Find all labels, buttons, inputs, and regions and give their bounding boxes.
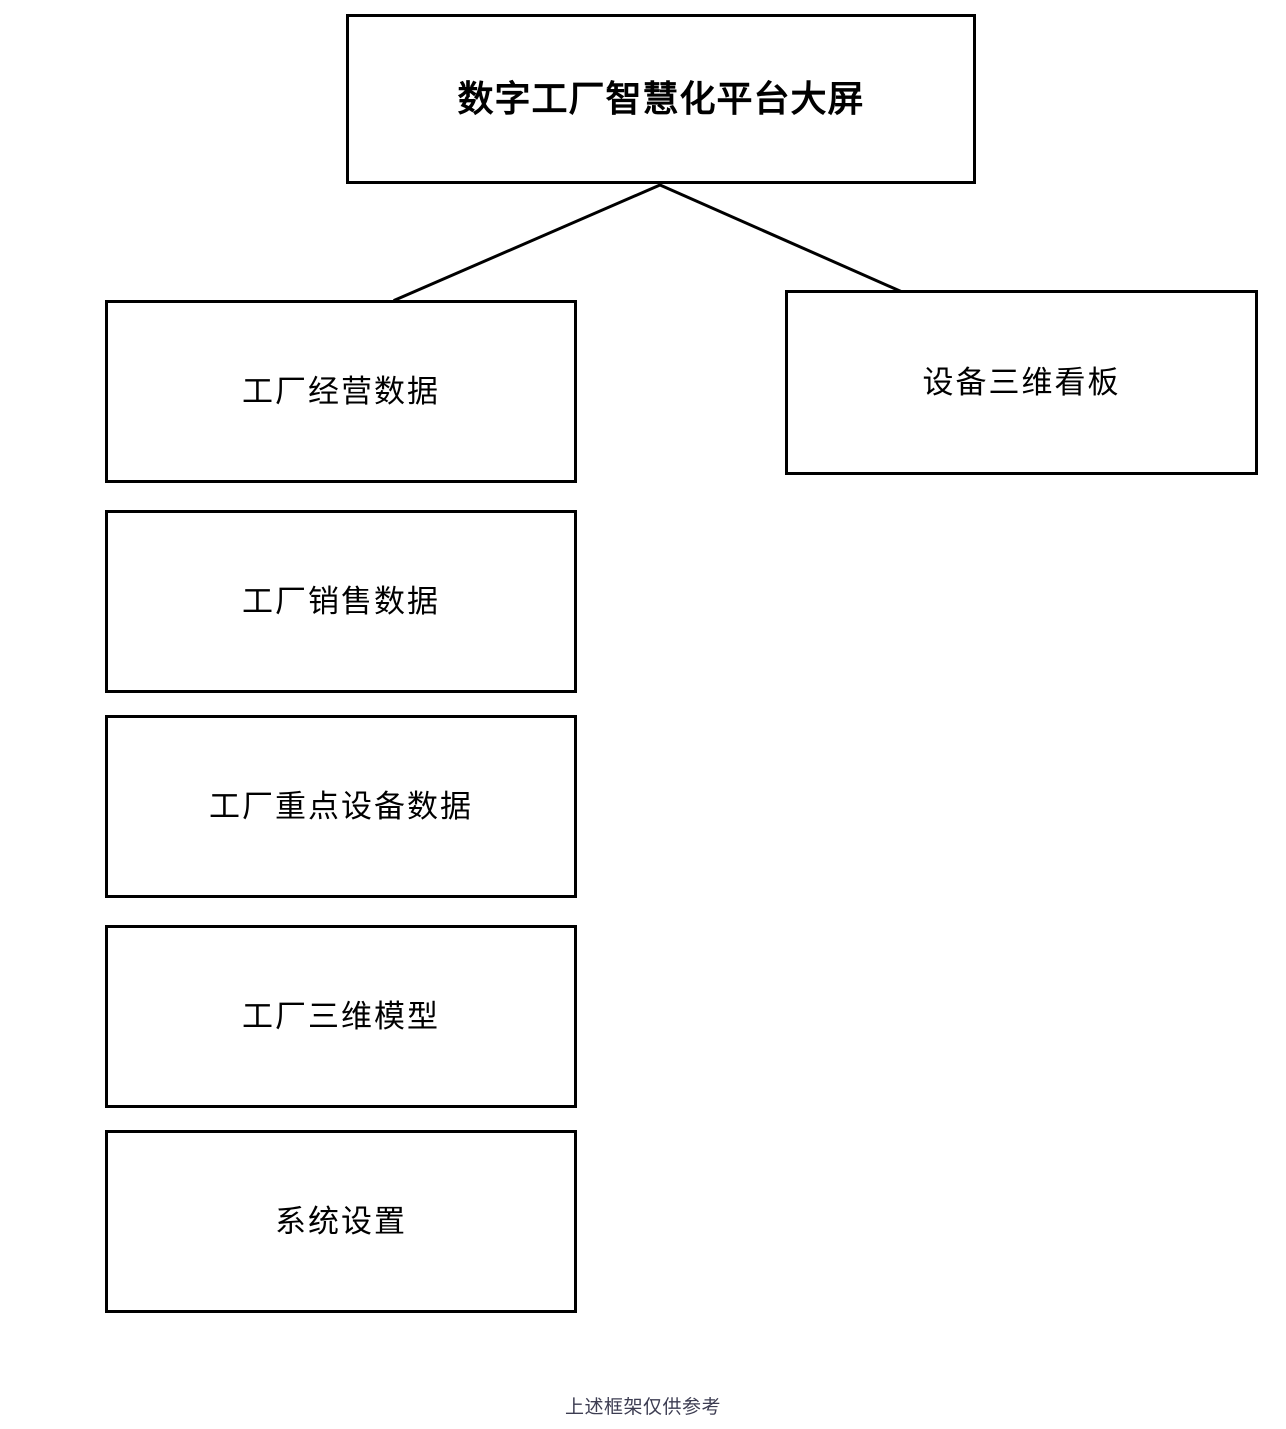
footer-note: 上述框架仅供参考: [564, 1397, 721, 1418]
node-left-4-label: 系统设置: [275, 1203, 407, 1239]
node-left-2-label: 工厂重点设备数据: [209, 788, 473, 824]
node-factory-operation-data[interactable]: 工厂经营数据: [105, 300, 577, 483]
node-factory-sales-data[interactable]: 工厂销售数据: [105, 510, 577, 693]
node-factory-3d-model[interactable]: 工厂三维模型: [105, 925, 577, 1108]
connector-root-to-left-branch: [393, 183, 662, 302]
node-left-1-label: 工厂销售数据: [242, 583, 440, 619]
node-left-0-label: 工厂经营数据: [242, 373, 440, 409]
node-system-settings[interactable]: 系统设置: [105, 1130, 577, 1313]
node-right-label: 设备三维看板: [922, 364, 1121, 400]
node-root-platform[interactable]: 数字工厂智慧化平台大屏: [346, 14, 976, 184]
node-left-3-label: 工厂三维模型: [242, 998, 440, 1034]
connector-root-to-right-branch: [658, 183, 902, 293]
node-factory-key-equipment-data[interactable]: 工厂重点设备数据: [105, 715, 577, 898]
node-equipment-3d-dashboard[interactable]: 设备三维看板: [785, 290, 1258, 475]
node-root-label: 数字工厂智慧化平台大屏: [457, 78, 865, 120]
